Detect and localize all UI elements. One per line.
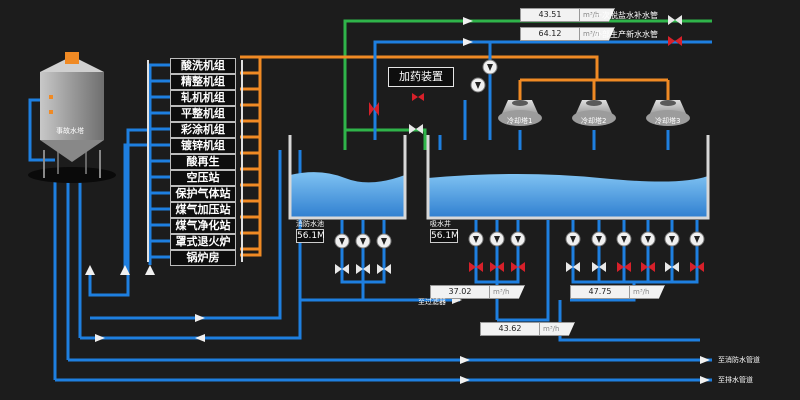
cooling-tower-3 <box>646 100 690 126</box>
flow-unit: m³/h <box>630 285 665 299</box>
pump-icon <box>470 77 486 93</box>
unit-box[interactable]: 酸再生 <box>170 154 236 170</box>
valve-icon <box>690 262 704 272</box>
valve-icon <box>335 264 349 274</box>
flow-value: 37.02 <box>430 285 490 299</box>
cooling-tower-2 <box>572 100 616 126</box>
pump-icon <box>489 231 505 247</box>
outlet-drain-label: 至排水管道 <box>718 376 753 384</box>
cooling-tower-2-label: 冷却塔2 <box>581 117 607 125</box>
unit-box[interactable]: 酸洗机组 <box>170 58 236 74</box>
pump-icon <box>468 231 484 247</box>
flow-value: 64.12 <box>520 27 580 41</box>
pump-icon <box>689 231 705 247</box>
pump-icon <box>510 231 526 247</box>
flow-unit: m³/h <box>540 322 575 336</box>
flow-unit: m³/h <box>490 285 525 299</box>
flow-arrows <box>85 17 710 384</box>
unit-box[interactable]: 罩式退火炉 <box>170 234 236 250</box>
unit-box[interactable]: 平整机组 <box>170 106 236 122</box>
fire-tank-label: 消防水池 <box>296 220 324 228</box>
fire-tank-level: 56.1M <box>296 229 325 243</box>
dosing-device[interactable]: 加药装置 <box>388 67 454 87</box>
flow-desalted-label: 一次脱盐水补水管 <box>594 11 658 20</box>
suction-well-level: 56.1M <box>430 229 459 243</box>
valve-icon <box>668 36 682 46</box>
white-lines <box>147 60 243 262</box>
valve-icon <box>617 262 631 272</box>
flow-filter-label: 至过滤器 <box>418 298 446 306</box>
flow-filter: 37.02 m³/h <box>430 285 525 299</box>
unit-box[interactable]: 彩涂机组 <box>170 122 236 138</box>
accident-tower-label: 事故水塔 <box>56 127 84 135</box>
flow-desalted: 43.51 m³/h <box>520 8 615 22</box>
unit-box[interactable]: 空压站 <box>170 170 236 186</box>
valve-icon <box>592 262 606 272</box>
accident-water-tower <box>28 52 116 183</box>
suction-well-label: 吸水井 <box>430 220 451 228</box>
pump-icon <box>334 233 350 249</box>
valve-icon <box>469 262 483 272</box>
valves <box>335 15 704 274</box>
pumps <box>334 59 705 249</box>
valve-icon <box>369 102 379 116</box>
unit-box[interactable]: 煤气净化站 <box>170 218 236 234</box>
unit-box[interactable]: 保护气体站 <box>170 186 236 202</box>
valve-icon <box>665 262 679 272</box>
pump-icon <box>664 231 680 247</box>
valve-icon <box>566 262 580 272</box>
flow-external: 64.12 m³/h <box>520 27 615 41</box>
flow-value: 47.75 <box>570 285 630 299</box>
cooling-tower-1 <box>498 100 542 126</box>
flow-bottom: 43.62 m³/h <box>480 322 575 336</box>
pump-icon <box>616 231 632 247</box>
valve-icon <box>641 262 655 272</box>
pump-icon <box>640 231 656 247</box>
orange-pipes <box>240 55 670 257</box>
flow-external-label: 外部生产新水水管 <box>594 30 658 39</box>
pump-icon <box>376 233 392 249</box>
valve-icon <box>511 262 525 272</box>
unit-box[interactable]: 精整机组 <box>170 74 236 90</box>
pump-icon <box>565 231 581 247</box>
valve-icon <box>356 264 370 274</box>
valve-icon <box>668 15 682 25</box>
unit-box[interactable]: 轧机机组 <box>170 90 236 106</box>
flow-value: 43.62 <box>480 322 540 336</box>
cooling-tower-1-label: 冷却塔1 <box>507 117 533 125</box>
unit-box[interactable]: 锅炉房 <box>170 250 236 266</box>
outlet-fire-label: 至消防水管道 <box>718 356 760 364</box>
valve-icon <box>409 124 423 134</box>
valve-icon <box>377 264 391 274</box>
fire-water-tank <box>288 135 407 220</box>
unit-box[interactable]: 镀锌机组 <box>170 138 236 154</box>
valve-icon <box>412 93 424 101</box>
suction-well <box>426 135 710 220</box>
flow-value: 43.51 <box>520 8 580 22</box>
unit-box[interactable]: 煤气加压站 <box>170 202 236 218</box>
flow-right: 47.75 m³/h <box>570 285 665 299</box>
valve-icon <box>490 262 504 272</box>
cooling-tower-3-label: 冷却塔3 <box>655 117 681 125</box>
pump-icon <box>482 59 498 75</box>
pump-icon <box>591 231 607 247</box>
pump-icon <box>355 233 371 249</box>
